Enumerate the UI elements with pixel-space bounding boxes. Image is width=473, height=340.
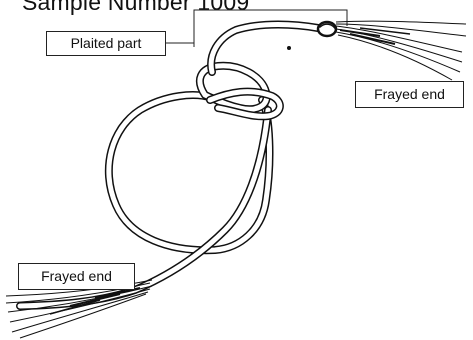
frayed-end-left-label: Frayed end bbox=[18, 263, 135, 290]
rope-loop bbox=[109, 95, 270, 250]
plaited-part-label: Plaited part bbox=[46, 31, 166, 56]
end-knot bbox=[318, 22, 336, 36]
frayed-end-right-fibers bbox=[336, 21, 466, 80]
frayed-end-right-label: Frayed end bbox=[355, 81, 464, 108]
mark-dot bbox=[287, 46, 291, 50]
